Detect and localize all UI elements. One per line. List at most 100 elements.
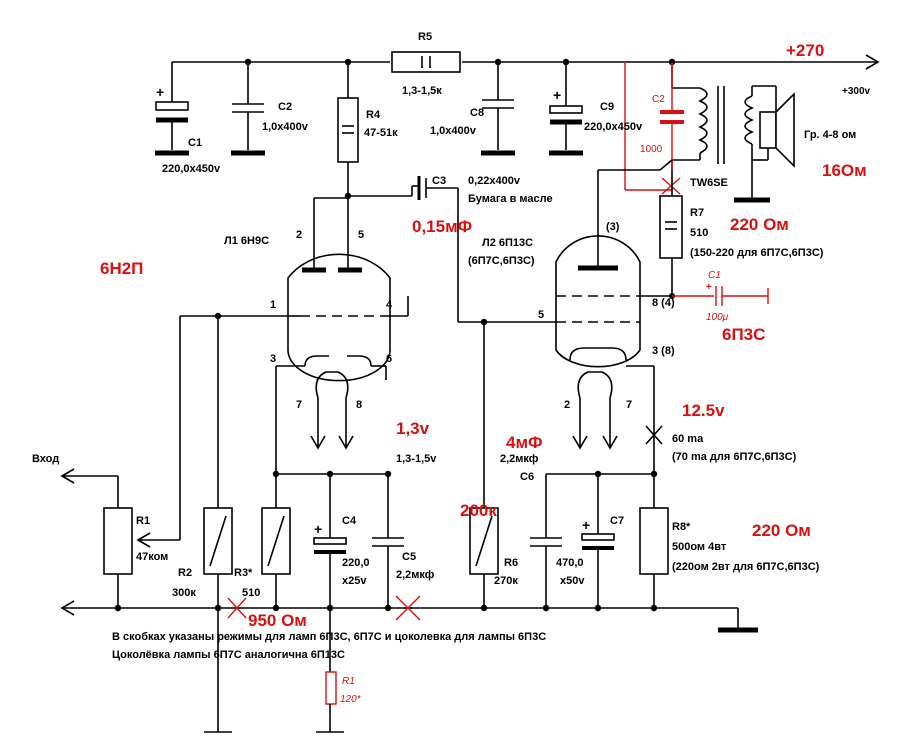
- r4-value: 47-51к: [364, 127, 398, 139]
- annotation-plus270: +270: [786, 41, 824, 60]
- l2-cathode-network: +: [530, 366, 669, 608]
- svg-text:+: +: [553, 87, 561, 103]
- c8-name: C8: [470, 107, 484, 119]
- r7-name: R7: [690, 207, 704, 219]
- r7-note: (150-220 для 6П7С,6П3С): [690, 247, 824, 259]
- l2-pin-7: 7: [626, 399, 632, 411]
- r2-resistor: [203, 316, 233, 733]
- r1-value: 47ком: [136, 551, 168, 563]
- annotation-200k: 200к: [460, 501, 497, 520]
- r7-resistor: [640, 175, 683, 299]
- c5-value: 2,2мкф: [396, 569, 435, 581]
- svg-text:+: +: [706, 282, 712, 293]
- annotation-r1-value: 120*: [340, 694, 362, 705]
- supply-voltage: +300v: [842, 86, 871, 97]
- annotation-c1: C1: [708, 270, 721, 281]
- l2-pin-5: 5: [538, 309, 544, 321]
- annotation-950ohm: 950 Ом: [248, 611, 307, 630]
- c9-capacitor: +: [549, 62, 583, 156]
- l1-pin-8: 8: [356, 399, 362, 411]
- r8-value: 500ом 4вт: [672, 541, 727, 553]
- c4-name: C4: [342, 515, 357, 527]
- l2-name: Л2 6П13С: [482, 237, 533, 249]
- l1-pin-3: 3: [270, 353, 276, 365]
- annotation-220ohm-a: 220 Ом: [730, 215, 789, 234]
- c3-value: 0,22x400v: [468, 175, 521, 187]
- tube-l2: [458, 159, 673, 399]
- l1-name: Л1 6Н9С: [224, 235, 269, 247]
- input-label: Вход: [32, 453, 59, 465]
- annotation-13v: 1,3v: [396, 419, 430, 438]
- r3-name: R3*: [234, 567, 253, 579]
- r5-name: R5: [418, 31, 432, 43]
- cathode-voltage: 1,3-1,5v: [396, 453, 437, 465]
- footnote-2: Цоколёвка лампы 6П7С аналогична 6П13С: [112, 649, 345, 661]
- c3-capacitor: [411, 176, 488, 326]
- c4-value2: x25v: [342, 575, 367, 587]
- c3-note: Бумага в масле: [468, 193, 553, 205]
- r2-name: R2: [178, 567, 192, 579]
- speaker: [752, 86, 795, 168]
- annotation-4mf: 4мФ: [506, 433, 543, 452]
- r5-resistor: [391, 51, 461, 73]
- output-transformer: [671, 62, 776, 203]
- annotation-r1: R1: [342, 676, 355, 687]
- c9-value: 220,0x450v: [584, 121, 643, 133]
- r6-name: R6: [504, 557, 518, 569]
- c1-name: C1: [188, 137, 202, 149]
- r2-value: 300к: [172, 587, 196, 599]
- svg-text:+: +: [582, 517, 590, 533]
- l1-pin-6: 6: [386, 353, 392, 365]
- annotation-6n2p: 6Н2П: [100, 259, 143, 278]
- speaker-label: Гр. 4-8 ом: [804, 129, 856, 141]
- c2-capacitor: [231, 62, 265, 156]
- c6-name: C6: [520, 471, 534, 483]
- r7-value: 510: [690, 227, 708, 239]
- c8-value: 1,0x400v: [430, 125, 477, 137]
- r6-resistor: [469, 322, 499, 608]
- transformer-label: TW6SE: [690, 177, 728, 189]
- l1-cathode-network: +: [261, 366, 404, 608]
- r8-note: (220ом 2вт для 6П7С,6П3С): [672, 561, 820, 573]
- anode-current-note: (70 ma для 6П7С,6П3С): [672, 451, 797, 463]
- red-cuts: [227, 595, 421, 621]
- red-c1-addition: +: [672, 282, 769, 306]
- c7-value2: x50v: [560, 575, 585, 587]
- r4-name: R4: [366, 109, 381, 121]
- annotation-220ohm-b: 220 Ом: [752, 521, 811, 540]
- svg-text:+: +: [314, 521, 322, 537]
- r4-resistor: [337, 62, 359, 196]
- r8-name: R8*: [672, 521, 691, 533]
- r6-value: 270к: [494, 575, 518, 587]
- annotation-16ohm: 16Ом: [822, 161, 867, 180]
- l2-pin-8: 8 (4): [652, 297, 675, 309]
- c1-capacitor: +: [155, 62, 189, 156]
- svg-text:+: +: [156, 84, 164, 100]
- red-c2-addition: [624, 62, 684, 195]
- c7-value: 470,0: [556, 557, 584, 569]
- l1-pin-1: 1: [270, 299, 276, 311]
- supply-rail: [172, 54, 880, 70]
- l2-pin-3: (3): [606, 221, 620, 233]
- c9-name: C9: [600, 101, 614, 113]
- tube-l1: [218, 192, 412, 399]
- l1-pin-5: 5: [358, 229, 364, 241]
- l1-pin-2: 2: [296, 229, 302, 241]
- l1-pin-4: 4: [386, 299, 393, 311]
- annotation-c2: C2: [652, 94, 665, 105]
- c6-value: 2,2мкф: [500, 453, 539, 465]
- c1-value: 220,0x450v: [162, 163, 221, 175]
- r1-name: R1: [136, 515, 150, 527]
- l2-pin-3b: 3 (8): [652, 345, 675, 357]
- input-section: [60, 312, 222, 608]
- anode-current: 60 ma: [672, 433, 704, 445]
- c5-name: C5: [402, 551, 416, 563]
- annotation-c1-value: 100μ: [706, 312, 729, 323]
- c8-capacitor: [481, 62, 515, 156]
- red-r1-addition: [316, 608, 344, 733]
- r3-value: 510: [242, 587, 260, 599]
- c3-name: C3: [432, 175, 446, 187]
- l2-alt: (6П7С,6П3С): [468, 255, 535, 267]
